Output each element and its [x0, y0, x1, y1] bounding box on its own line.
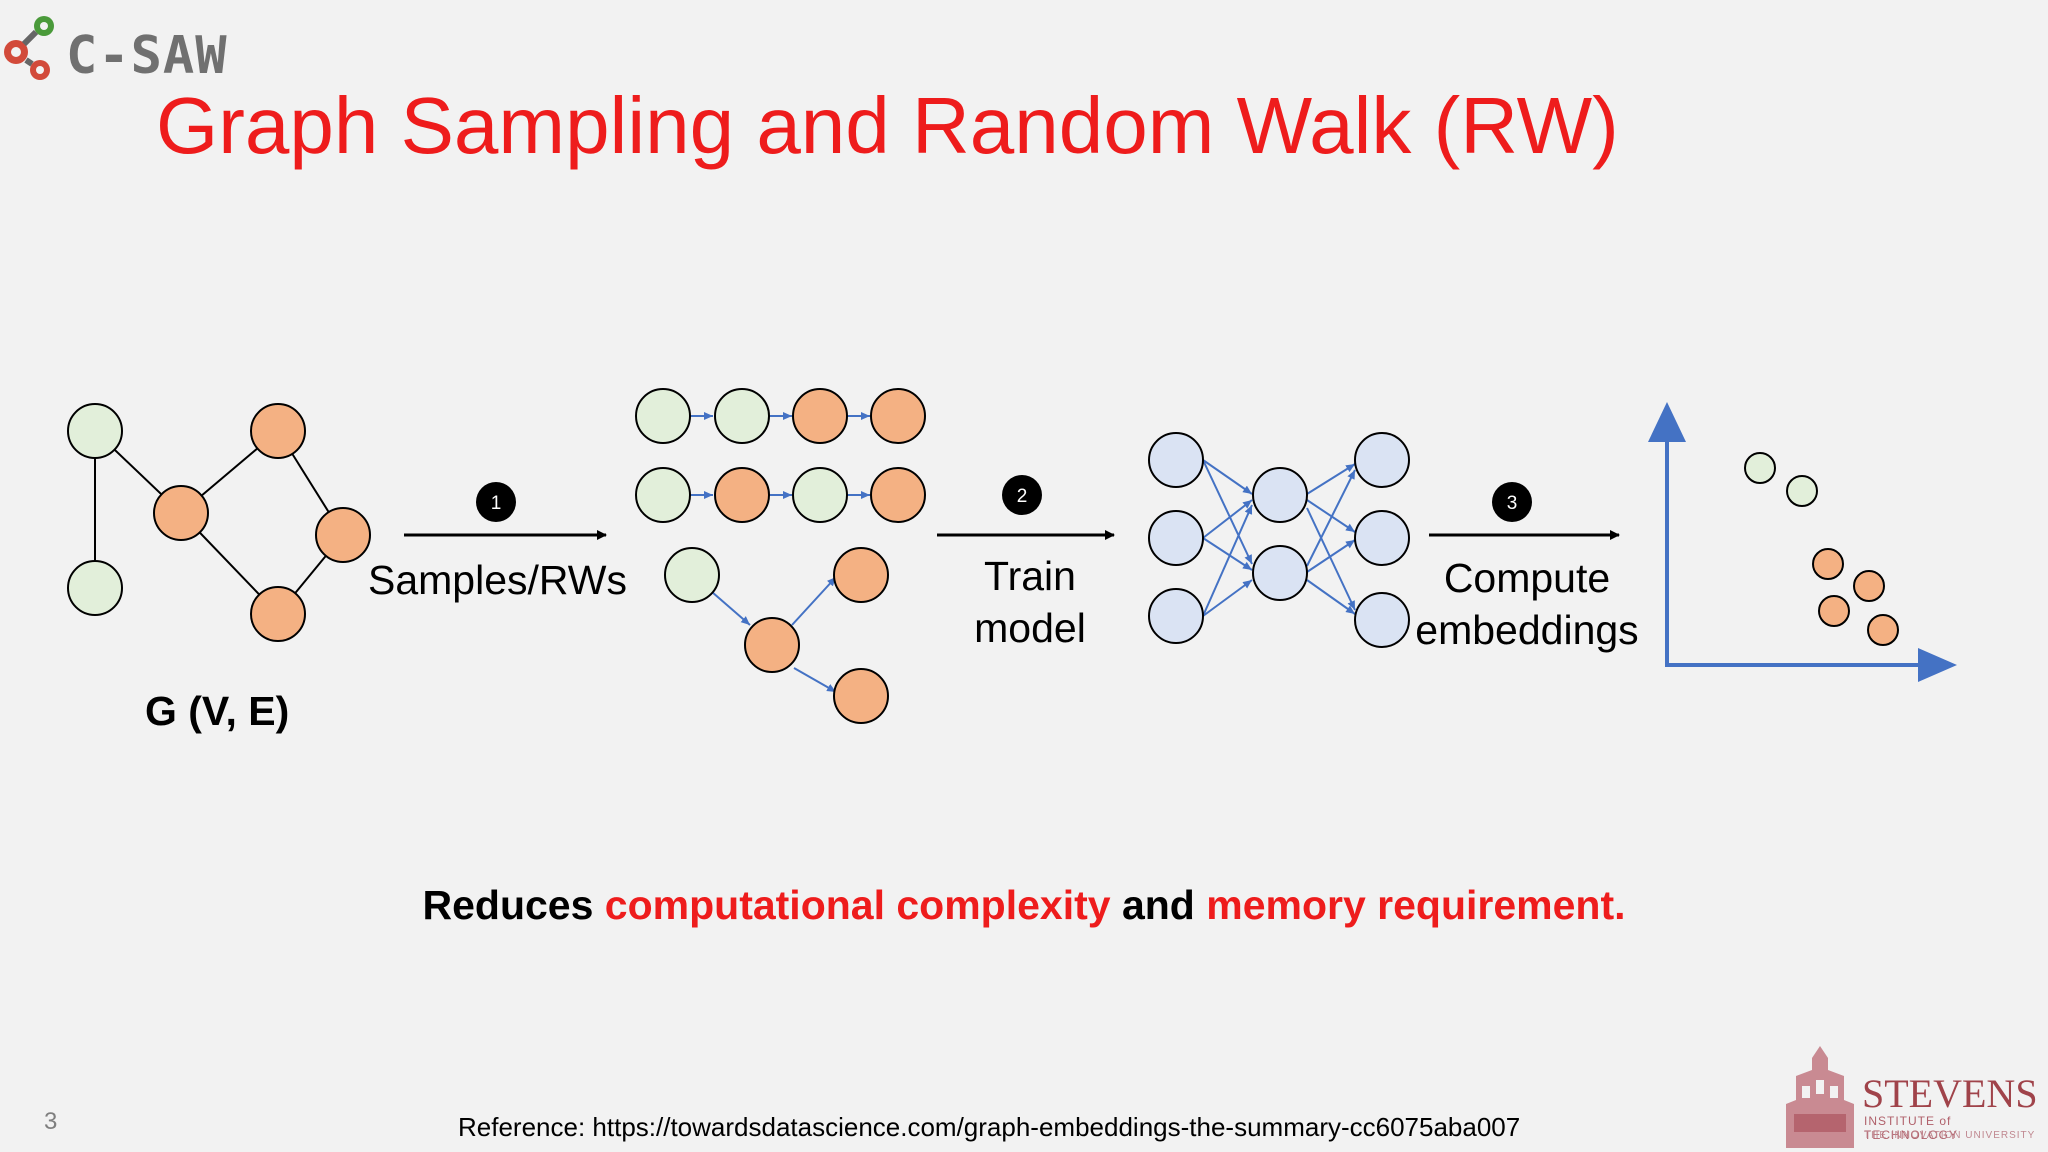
graph-node — [250, 403, 306, 459]
step-3-number: 3 — [1507, 493, 1518, 514]
tagline: Reduces computational complexity and mem… — [0, 882, 2048, 929]
tagline-highlight-1: computational complexity — [604, 882, 1111, 928]
nn-input-node — [1148, 432, 1204, 488]
walk-node — [870, 467, 926, 523]
step-1-label: Samples/RWs — [368, 557, 627, 603]
stevens-subtitle: INSTITUTE of TECHNOLOGY — [1864, 1114, 1959, 1142]
nn-output-node — [1354, 510, 1410, 566]
chain-link-icon — [4, 16, 54, 80]
embedding-point — [1867, 614, 1899, 646]
walk-node — [664, 547, 720, 603]
embedding-point — [1818, 595, 1850, 627]
neural-network — [1148, 432, 1410, 648]
embedding-point — [1786, 475, 1818, 507]
random-walk-samples — [635, 388, 926, 724]
tagline-highlight-2: memory requirement. — [1206, 882, 1626, 928]
nn-hidden-node — [1252, 467, 1308, 523]
step-1-badge — [476, 482, 516, 522]
embedding-space — [1648, 402, 1957, 682]
step-1-number: 1 — [491, 493, 502, 514]
tagline-part1: Reduces — [422, 882, 605, 928]
graph-node — [67, 403, 123, 459]
embedding-point — [1812, 548, 1844, 580]
graph-node — [315, 507, 371, 563]
step-3-label-line2: embeddings — [1415, 607, 1639, 653]
stevens-building-icon — [1786, 1046, 1854, 1148]
walk-node — [792, 388, 848, 444]
input-graph — [67, 403, 371, 642]
nn-input-node — [1148, 588, 1204, 644]
reference-text: Reference: https://towardsdatascience.co… — [458, 1112, 1521, 1142]
graph-node — [153, 485, 209, 541]
step-3-label: Compute embeddings — [1412, 552, 1642, 656]
nn-output-node — [1354, 432, 1410, 488]
step-3-label-line1: Compute — [1443, 555, 1611, 601]
walk-node — [744, 617, 800, 673]
slide-title: Graph Sampling and Random Walk (RW) — [156, 81, 1619, 170]
stevens-subtitle-2: THE INNOVATION UNIVERSITY — [1864, 1130, 2036, 1141]
graph-node — [67, 560, 123, 616]
embedding-point — [1853, 570, 1885, 602]
graph-node — [250, 586, 306, 642]
nn-input-node — [1148, 510, 1204, 566]
step-2-label-line2: model — [974, 605, 1086, 651]
walk-node — [714, 467, 770, 523]
walk-node — [833, 668, 889, 724]
step-2-label: Train model — [930, 550, 1130, 654]
stevens-logo: STEVENS INSTITUTE of TECHNOLOGY THE INNO… — [1782, 1040, 2042, 1150]
step-2-badge — [1002, 475, 1042, 515]
stevens-name: STEVENS — [1862, 1071, 2038, 1116]
walk-node — [635, 388, 691, 444]
nn-hidden-node — [1252, 545, 1308, 601]
step-2-label-line1: Train — [984, 553, 1076, 599]
walk-node — [833, 547, 889, 603]
graph-label: G (V, E) — [145, 688, 290, 734]
walk-node — [870, 388, 926, 444]
step-2-number: 2 — [1017, 486, 1028, 507]
csaw-logo: C-SAW — [0, 8, 300, 88]
walk-node — [792, 467, 848, 523]
step-3-badge — [1492, 482, 1532, 522]
walk-node — [714, 388, 770, 444]
tagline-part3: and — [1110, 882, 1207, 928]
page-number: 3 — [44, 1108, 58, 1135]
logo-text: C-SAW — [66, 26, 228, 86]
walk-node — [635, 467, 691, 523]
embedding-point — [1744, 452, 1776, 484]
nn-output-node — [1354, 592, 1410, 648]
